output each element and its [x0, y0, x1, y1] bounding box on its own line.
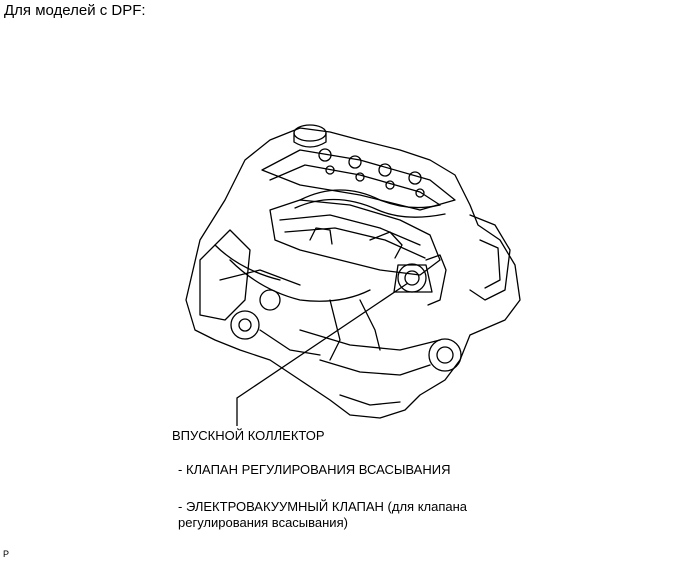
page-heading: Для моделей с DPF:	[4, 2, 146, 19]
callout-vacuum-switching-valve: - ЭЛЕКТРОВАКУУМНЫЙ КЛАПАН (для клапана р…	[178, 499, 468, 530]
engine-outline	[185, 127, 521, 419]
corner-mark: P	[3, 549, 10, 559]
callout-intake-control-valve: - КЛАПАН РЕГУЛИРОВАНИЯ ВСАСЫВАНИЯ	[178, 462, 451, 477]
callout-intake-manifold: ВПУСКНОЙ КОЛЛЕКТОР	[172, 428, 325, 443]
leader-line	[236, 282, 409, 426]
